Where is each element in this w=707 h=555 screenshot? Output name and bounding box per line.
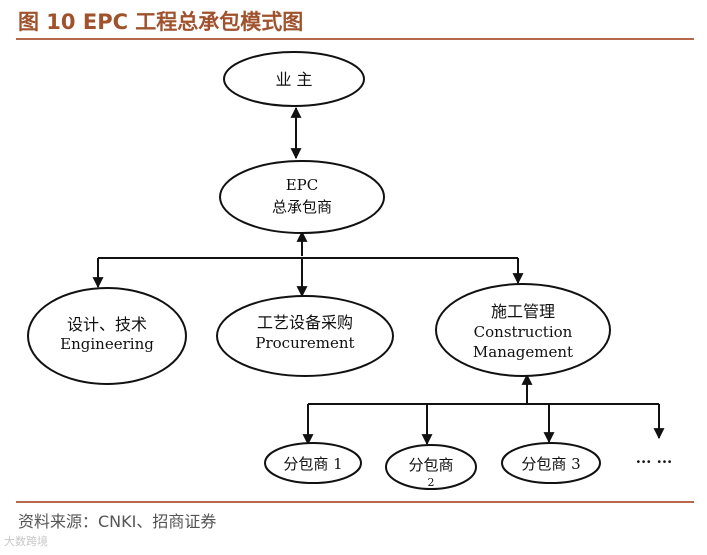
subcontractor-3-node <box>501 442 601 484</box>
footer-divider <box>16 501 694 503</box>
node-labels: 业 主 EPC 总承包商 设计、技术 Engineering 工艺设备采购 Pr… <box>60 70 672 489</box>
subcontractor-2-node <box>385 444 477 490</box>
construction-node <box>435 283 611 377</box>
nodes <box>27 51 611 490</box>
owner-node <box>223 51 365 107</box>
epc-label-en: EPC <box>286 176 319 194</box>
subcontractor-3-label: 分包商 3 <box>521 455 580 473</box>
epc-label-cn: 总承包商 <box>272 198 332 216</box>
construction-label-cn: 施工管理 <box>491 302 555 321</box>
connectors <box>92 106 665 446</box>
design-node <box>27 287 187 385</box>
watermark-logo: 大数跨境 <box>4 535 48 548</box>
subcontractor-2-number: 2 <box>428 476 435 489</box>
subcontractor-1-label: 分包商 1 <box>283 455 342 473</box>
figure-title: 图 10 EPC 工程总承包模式图 <box>18 10 304 34</box>
source-note: 资料来源：CNKI、招商证券 <box>18 512 217 531</box>
procurement-node <box>216 295 394 377</box>
design-label-cn: 设计、技术 <box>67 315 147 334</box>
epc-contractor-node <box>219 160 385 234</box>
design-label-en: Engineering <box>60 335 154 353</box>
construction-label-en-1: Construction <box>474 323 573 341</box>
more-subcontractors-ellipsis: ··· ··· <box>636 453 673 471</box>
procurement-label-en: Procurement <box>255 334 354 352</box>
procurement-label-cn: 工艺设备采购 <box>257 313 353 332</box>
owner-label: 业 主 <box>275 70 312 89</box>
subcontractor-2-label: 分包商 <box>408 456 453 474</box>
construction-label-en-2: Management <box>473 343 573 361</box>
subcontractor-1-node <box>264 442 362 484</box>
title-divider <box>16 38 694 40</box>
